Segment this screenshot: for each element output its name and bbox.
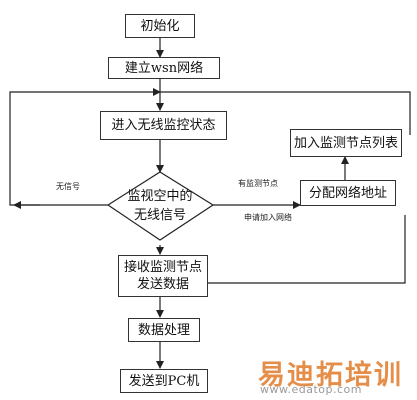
arrow-add-to-top <box>160 91 411 135</box>
label-join-request: 申请加入网络 <box>244 213 292 222</box>
decision-diamond <box>106 171 215 241</box>
decision-label: 监视空中的 无线信号 <box>127 189 193 223</box>
label-has-monitor-node: 有监测节点 <box>238 179 278 188</box>
box-add-list: 加入监测节点列表 <box>290 129 402 157</box>
box-enter-monitor: 进入无线监控状态 <box>100 111 227 140</box>
box-build-network: 建立wsn网络 <box>108 57 220 79</box>
line-right-return <box>190 215 406 284</box>
box-send-pc: 发送到PC机 <box>120 369 208 393</box>
watermark-brand: 易迪拓培训 <box>258 360 403 391</box>
box-init: 初始化 <box>125 14 195 38</box>
box-assign-address: 分配网络地址 <box>300 180 396 206</box>
box-process-data: 数据处理 <box>128 318 200 342</box>
arrow-no-signal-loop <box>9 88 161 206</box>
watermark: 易迪拓培训 www.edatop.com <box>258 353 413 397</box>
label-no-signal: 无信号 <box>56 182 80 191</box>
watermark-url: www.edatop.com <box>260 383 362 396</box>
box-receive-data: 接收监测节点 发送数据 <box>118 255 208 297</box>
